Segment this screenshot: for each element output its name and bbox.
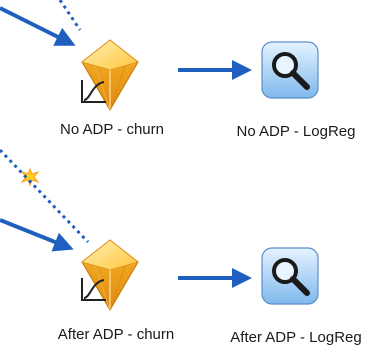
model-node-no-adp[interactable] [81,39,139,111]
logistic-curve-icon [81,80,106,103]
logistic-curve-icon [81,278,106,301]
incoming-connector-row1 [0,0,82,46]
output-node-no-adp[interactable] [261,41,319,99]
model-node-label-no-adp: No ADP - churn [60,121,164,138]
starburst-spark-icon [20,167,40,187]
magnifier-icon [272,258,310,296]
gold-diamond-icon [81,239,139,311]
magnifier-icon [272,52,310,90]
output-node-label-after-adp: After ADP - LogReg [230,329,362,346]
incoming-connector-row2 [0,148,90,252]
output-node-label-no-adp: No ADP - LogReg [236,123,356,140]
output-node-after-adp[interactable] [261,247,319,305]
gold-diamond-icon [81,39,139,111]
model-node-label-after-adp: After ADP - churn [57,326,175,343]
model-node-after-adp[interactable] [81,239,139,311]
